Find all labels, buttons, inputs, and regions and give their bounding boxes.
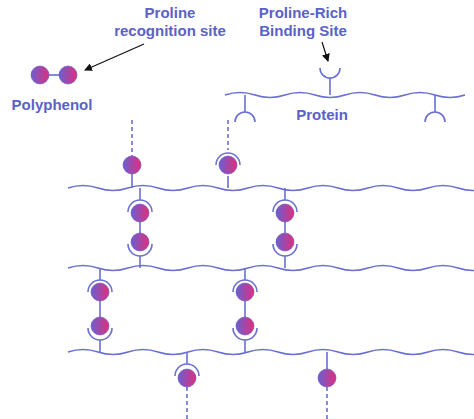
polyphenol-bond (244, 301, 246, 317)
callout-label: Proline recognition site (102, 4, 238, 40)
dashed-continuation (131, 120, 133, 156)
leader-arrow (322, 42, 328, 61)
polyphenol-unit (131, 233, 149, 251)
polyphenol-unit (318, 369, 336, 387)
binding-stem (244, 340, 246, 352)
polyphenol-unit (131, 204, 149, 222)
polyphenol-unit (276, 204, 294, 222)
polyphenol-unit (219, 156, 237, 174)
binding-stem (131, 174, 133, 188)
dashed-continuation (227, 120, 229, 150)
binding-stem (99, 268, 101, 280)
polyphenol-unit (178, 369, 196, 387)
binding-stem (227, 176, 229, 188)
callout-label: Proline-Rich Binding Site (246, 4, 360, 40)
binding-stem (244, 268, 246, 280)
leader-arrow (85, 44, 144, 70)
polyphenol-unit (276, 233, 294, 251)
polyphenol-bond (99, 301, 101, 317)
component-label: Polyphenol (0, 96, 104, 114)
protein-chain (68, 350, 474, 355)
binding-stem (244, 95, 246, 112)
polyphenol-unit (236, 283, 254, 301)
binding-stem (139, 188, 141, 200)
dashed-continuation (186, 387, 188, 419)
binding-stem (434, 95, 436, 112)
binding-stem (284, 188, 286, 200)
binding-site (235, 112, 255, 122)
polyphenol-bond (139, 222, 141, 233)
component-label: Protein (276, 106, 368, 124)
dashed-continuation (326, 387, 328, 419)
binding-site (425, 112, 445, 122)
binding-stem (139, 256, 141, 268)
polyphenol-unit (91, 283, 109, 301)
protein-chain (68, 186, 474, 191)
polyphenol-bond (284, 222, 286, 233)
binding-stem (186, 352, 188, 364)
protein-chain (68, 266, 474, 271)
polyphenol-unit (236, 317, 254, 335)
polyphenol-unit (123, 156, 141, 174)
protein-chain (225, 93, 465, 98)
binding-stem (326, 352, 328, 369)
polyphenol-unit (59, 66, 77, 84)
polyphenol-unit (91, 317, 109, 335)
binding-stem (99, 340, 101, 352)
binding-site (320, 68, 340, 78)
binding-stem (329, 78, 331, 95)
binding-stem (284, 256, 286, 268)
polyphenol-unit (31, 66, 49, 84)
